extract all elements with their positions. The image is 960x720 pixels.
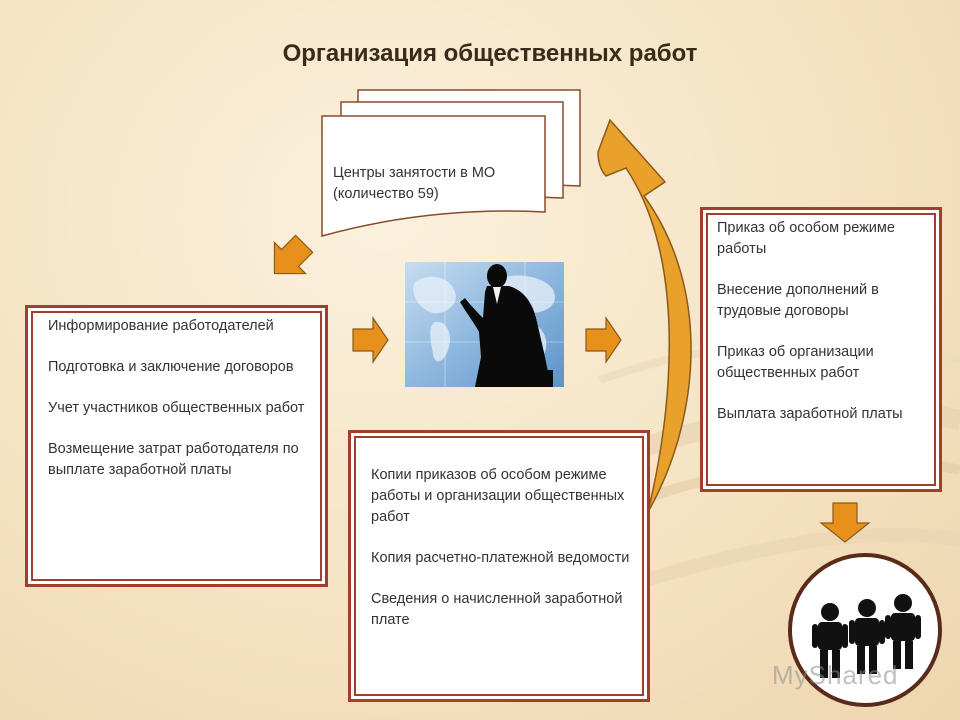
list-item: Копии приказов об особом режиме работы и… (371, 467, 625, 525)
watermark-text: MyShared (772, 660, 899, 690)
arrow-down-left-icon (273, 234, 314, 275)
workers-icon (788, 553, 942, 707)
right-info-box: Приказ об особом режиме работы Внесение … (700, 207, 942, 492)
list-item: Выплата заработной платы (717, 406, 903, 422)
list-item: Внесение дополнений в трудовые договоры (717, 282, 879, 319)
list-item: Подготовка и заключение договоров (48, 359, 294, 375)
left-info-box: Информирование работодателей Подготовка … (25, 305, 328, 587)
list-item: Сведения о начисленной заработной плате (371, 591, 623, 628)
businessman-photo (405, 262, 564, 387)
arrow-right-icon-2 (585, 316, 622, 364)
list-item: Копия расчетно-платежной ведомости (371, 550, 630, 566)
page-title: Организация общественных работ (282, 40, 698, 67)
arrow-right-icon-1 (352, 316, 389, 364)
curved-arrow-icon (597, 118, 692, 513)
list-item: Приказ об особом режиме работы (717, 220, 895, 257)
list-item: Информирование работодателей (48, 318, 274, 334)
document-stack-label: Центры занятости в МО (количество 59) (333, 165, 496, 202)
list-item: Возмещение затрат работодателя по выплат… (48, 441, 299, 478)
document-stack-icon (321, 89, 581, 237)
list-item: Приказ об организации общественных работ (717, 344, 874, 381)
arrow-down-icon (819, 502, 871, 543)
center-info-box: Копии приказов об особом режиме работы и… (348, 430, 650, 702)
list-item: Учет участников общественных работ (48, 400, 305, 416)
